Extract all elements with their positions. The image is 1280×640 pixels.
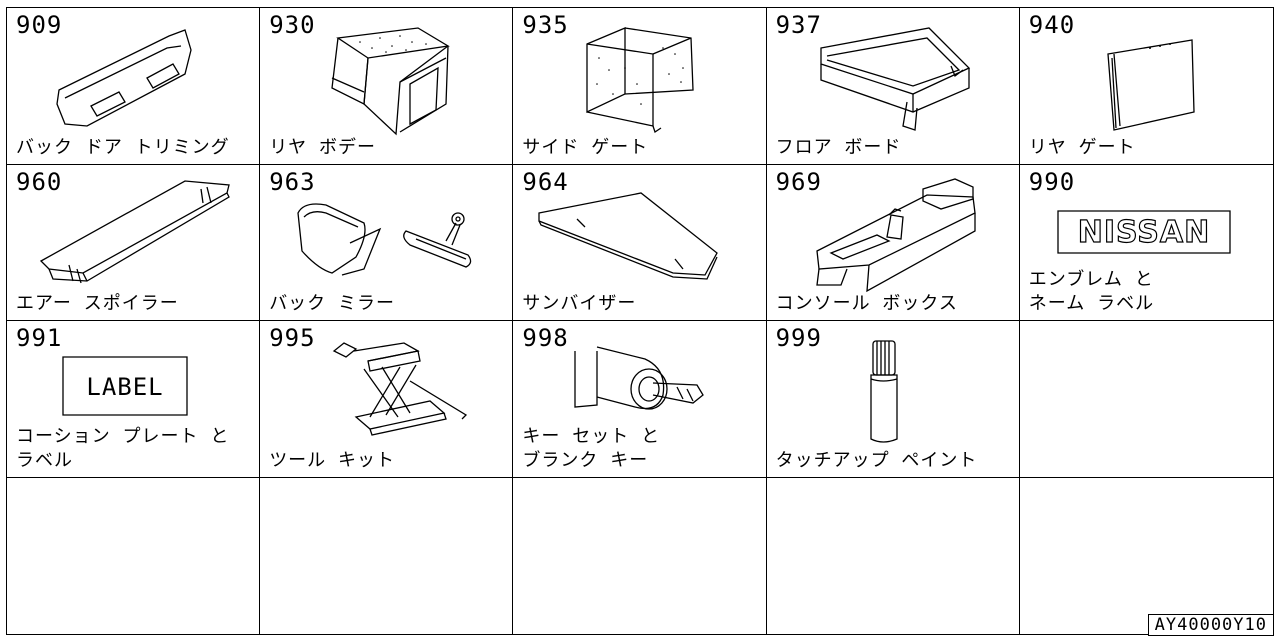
part-label: エンブレム と ネーム ラベル — [1028, 269, 1155, 314]
part-code: 960 — [16, 167, 63, 196]
part-cell-998[interactable]: 998 キー セット と ブランク キー — [513, 321, 767, 478]
part-code: 964 — [522, 167, 569, 196]
part-cell-999[interactable]: 999 タッチアップ ペイント — [766, 321, 1020, 478]
touch-up-paint-icon — [767, 321, 1019, 477]
part-code: 935 — [522, 11, 569, 39]
part-label: ツール キット — [269, 449, 396, 471]
part-label: サンバイザー — [522, 293, 637, 314]
part-label: リヤ ボデー — [269, 136, 377, 158]
part-code: 930 — [269, 11, 316, 39]
empty-cell — [260, 477, 514, 634]
label-plate-icon: LABEL — [7, 321, 259, 477]
console-box-icon — [767, 165, 1019, 321]
part-label: リヤ ゲート — [1028, 136, 1136, 158]
part-cell-963[interactable]: 963 バック ミラー — [260, 164, 514, 321]
part-code: 991 — [16, 324, 63, 352]
empty-cell — [1020, 478, 1273, 635]
floor-board-icon — [767, 8, 1019, 164]
empty-cell — [767, 477, 1020, 634]
part-code: 963 — [269, 167, 316, 196]
back-door-trim-icon — [7, 8, 259, 164]
part-cell-960[interactable]: 960 エアー スポイラー — [7, 164, 261, 321]
key-cylinder-icon — [513, 321, 765, 477]
part-code: 999 — [775, 324, 822, 352]
part-cell-991[interactable]: 991 LABEL コーション プレート と ラベル — [7, 321, 261, 478]
part-label: コンソール ボックス — [775, 293, 958, 314]
reference-code: AY40000Y10 — [1147, 614, 1274, 636]
parts-grid: 909 バック ドア トリミング 930 — [6, 7, 1274, 635]
part-label: タッチアップ ペイント — [775, 449, 978, 471]
part-code: 998 — [522, 324, 569, 352]
part-cell-995[interactable]: 995 ツール キット — [260, 321, 514, 478]
rear-gate-icon — [1020, 8, 1272, 164]
part-label: バック ドア トリミング — [16, 136, 230, 158]
part-cell-940[interactable]: 940 リヤ ゲート — [1019, 8, 1273, 165]
empty-cell — [1019, 321, 1273, 478]
emblem-text: NISSAN — [1078, 215, 1210, 250]
part-code: 990 — [1028, 167, 1076, 196]
part-label: フロア ボード — [775, 136, 902, 158]
air-spoiler-icon — [7, 165, 259, 321]
jack-icon — [260, 321, 512, 477]
part-code: 995 — [269, 324, 316, 352]
emblem-icon: NISSAN — [1020, 165, 1272, 321]
part-label: サイド ゲート — [522, 136, 649, 158]
back-mirror-icon — [260, 165, 512, 321]
part-label: エアー スポイラー — [16, 293, 179, 314]
part-code: 969 — [775, 167, 822, 196]
part-label: コーション プレート と ラベル — [16, 425, 230, 471]
rear-body-icon — [260, 8, 512, 164]
part-label: キー セット と ブランク キー — [522, 425, 661, 471]
sun-visor-icon — [513, 165, 765, 321]
part-code: 909 — [16, 11, 63, 39]
part-cell-969[interactable]: 969 コンソール ボックス — [766, 164, 1020, 321]
part-code: 937 — [775, 11, 822, 39]
side-gate-icon — [513, 8, 765, 164]
empty-cell — [7, 477, 261, 634]
part-label: バック ミラー — [269, 293, 396, 314]
part-cell-990[interactable]: 990 NISSAN エンブレム と ネーム ラベル — [1019, 165, 1273, 321]
part-cell-935[interactable]: 935 サイド ゲート — [513, 8, 767, 165]
part-cell-909[interactable]: 909 バック ドア トリミング — [7, 8, 261, 165]
part-cell-964[interactable]: 964 サンバイザー — [513, 164, 767, 321]
empty-cell — [513, 477, 767, 634]
part-code: 940 — [1028, 11, 1076, 39]
part-cell-937[interactable]: 937 フロア ボード — [766, 8, 1020, 165]
part-cell-930[interactable]: 930 リヤ ボデー — [260, 8, 514, 165]
label-plate-text: LABEL — [86, 373, 163, 401]
